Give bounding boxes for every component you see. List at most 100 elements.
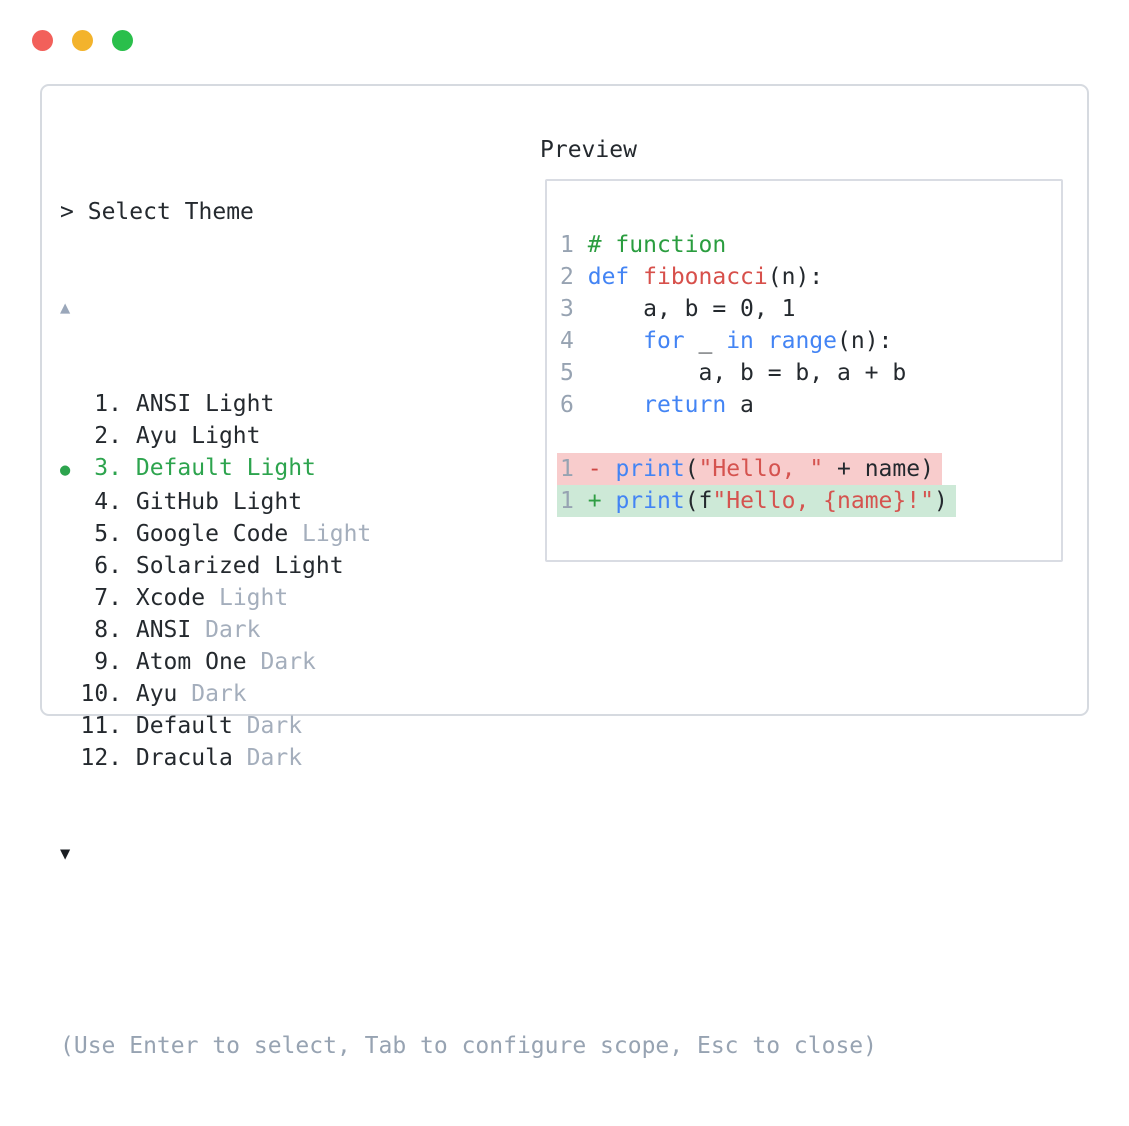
theme-name: Google Code	[135, 521, 289, 547]
code-line: 2 def fibonacci(n):	[560, 261, 1061, 293]
theme-list-item[interactable]: 2. Ayu Light	[60, 420, 877, 452]
theme-list-item[interactable]: 7. Xcode Light	[60, 582, 877, 614]
code-line: 3 a, b = 0, 1	[560, 293, 1061, 325]
theme-number: 4.	[94, 489, 122, 515]
code-token: a	[726, 392, 754, 418]
line-number: 1	[560, 456, 574, 482]
theme-list-item[interactable]: 5. Google Code Light	[60, 518, 877, 550]
close-button[interactable]	[32, 30, 53, 51]
code-token: (n):	[837, 328, 893, 354]
theme-variant: Light	[205, 391, 275, 417]
preview-title: Preview	[540, 137, 637, 163]
theme-name: Solarized	[135, 553, 261, 579]
code-token	[754, 328, 768, 354]
code-token: for	[643, 328, 685, 354]
theme-number: 9.	[94, 649, 122, 675]
theme-name: Ayu	[135, 423, 178, 449]
theme-list-item[interactable]: 11. Default Dark	[60, 710, 877, 742]
theme-name: Default	[135, 455, 233, 481]
help-text: (Use Enter to select, Tab to configure s…	[60, 1033, 877, 1059]
code-token: fibonacci	[643, 264, 768, 290]
window-controls	[32, 30, 133, 51]
code-line: 6 return a	[560, 389, 1061, 421]
theme-list-item[interactable]: 9. Atom One Dark	[60, 646, 877, 678]
scroll-up-icon[interactable]: ▲	[60, 298, 71, 318]
code-token: (	[684, 456, 699, 482]
code-line: 4 for _ in range(n):	[560, 325, 1061, 357]
theme-list-item[interactable]: 6. Solarized Light	[60, 550, 877, 582]
theme-name: Atom One	[135, 649, 247, 675]
theme-list-item[interactable]: 10. Ayu Dark	[60, 678, 877, 710]
theme-name: GitHub	[135, 489, 219, 515]
code-token: _	[684, 328, 727, 354]
minimize-button[interactable]	[72, 30, 93, 51]
diff-line-added: 1 + print(f"Hello, {name}!")	[557, 485, 1061, 517]
theme-list-item[interactable]: 4. GitHub Light	[60, 486, 877, 518]
picker-title: Select Theme	[87, 199, 254, 225]
theme-variant: Light	[191, 423, 261, 449]
selected-theme-marker-icon: ●	[60, 460, 71, 480]
theme-number: 7.	[94, 585, 122, 611]
theme-variant: Dark	[246, 745, 303, 771]
theme-number: 1.	[94, 391, 122, 417]
code-token: + name)	[823, 456, 934, 482]
code-line: 5 a, b = b, a + b	[560, 357, 1061, 389]
theme-variant: Light	[218, 585, 289, 611]
theme-variant: Light	[302, 521, 372, 547]
code-token: def	[587, 264, 630, 290]
code-token: )	[933, 488, 948, 514]
code-token: range	[767, 328, 838, 354]
code-token: return	[643, 392, 727, 418]
line-number: 4	[560, 328, 574, 354]
line-number: 1	[560, 488, 574, 514]
line-number: 2	[560, 264, 574, 290]
theme-list-item[interactable]: 1. ANSI Light	[60, 388, 877, 420]
prompt-caret: >	[60, 199, 74, 225]
theme-variant: Light	[246, 455, 316, 481]
code-token: a, b = b, a + b	[587, 360, 907, 386]
scroll-down-icon[interactable]: ▼	[60, 844, 71, 864]
theme-list-item[interactable]: ● 3. Default Light	[60, 452, 877, 486]
zoom-button[interactable]	[112, 30, 133, 51]
theme-name: Ayu	[135, 681, 178, 707]
line-number: 6	[560, 392, 574, 418]
theme-number: 12.	[80, 745, 123, 771]
code-token: a, b = 0, 1	[587, 296, 796, 322]
theme-name: Xcode	[135, 585, 206, 611]
theme-variant: Dark	[246, 713, 303, 739]
code-token: print	[615, 488, 685, 514]
theme-variant: Light	[274, 553, 344, 579]
diff-plus-sign: +	[587, 488, 602, 514]
diff-line-removed: 1 - print("Hello, " + name)	[557, 453, 1061, 485]
theme-name: ANSI	[135, 391, 192, 417]
code-line: 1 # function	[560, 229, 1061, 261]
theme-list-item[interactable]: 8. ANSI Dark	[60, 614, 877, 646]
theme-number: 8.	[94, 617, 122, 643]
code-token: print	[615, 456, 685, 482]
theme-number: 3.	[94, 455, 122, 481]
theme-variant: Light	[232, 489, 303, 515]
code-token: "Hello, "	[698, 456, 824, 482]
line-number: 5	[560, 360, 574, 386]
code-token: # function	[587, 232, 727, 258]
code-token	[588, 392, 643, 418]
theme-variant: Dark	[260, 649, 316, 675]
line-number: 3	[560, 296, 574, 322]
code-token: (f	[684, 488, 713, 514]
theme-number: 6.	[94, 553, 122, 579]
theme-list-item[interactable]: 12. Dracula Dark	[60, 742, 877, 774]
screen: { "window": { "traffic_lights": [ {"name…	[32, 30, 1089, 1059]
code-token	[629, 264, 643, 290]
code-token: "Hello, {name}!"	[712, 488, 934, 514]
diff-minus-sign: -	[587, 456, 602, 482]
code-token: in	[726, 328, 754, 354]
theme-number: 2.	[94, 423, 122, 449]
theme-variant: Dark	[191, 681, 247, 707]
theme-number: 11.	[80, 713, 123, 739]
line-number: 1	[560, 232, 574, 258]
theme-name: Default	[135, 713, 233, 739]
diff-highlight: 1 + print(f"Hello, {name}!")	[557, 485, 956, 517]
code-token: (n):	[767, 264, 824, 290]
select-theme-prompt: > Select Theme	[60, 196, 877, 228]
